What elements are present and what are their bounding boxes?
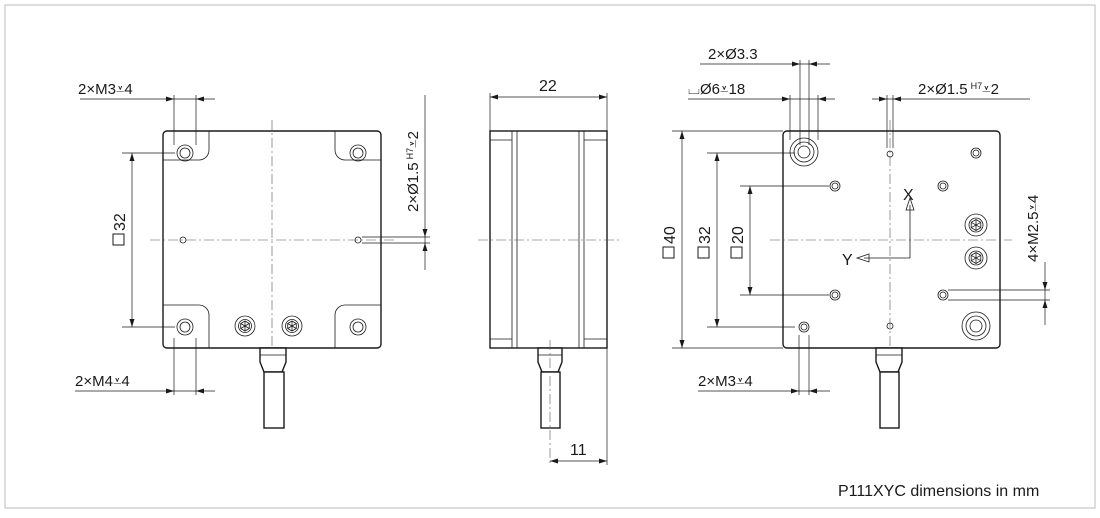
rear-thread-hole xyxy=(937,180,949,192)
svg-text:2×Ø1.5H7⩡2: 2×Ø1.5H7⩡2 xyxy=(918,81,999,98)
rear-side-thread-label: 4×M2.5 xyxy=(1025,212,1042,262)
front-top-thread-label: 2×M3 xyxy=(78,81,116,98)
depth-symbol-icon: ⩡ xyxy=(1025,203,1042,211)
rear-bottom-thread-label: 2×M3 xyxy=(698,373,736,390)
front-view: 2×M3⩡4 2×M4⩡4 32 2×Ø1.5H7⩡2 xyxy=(75,81,430,429)
adjustment-screw-icon xyxy=(281,315,303,337)
depth-symbol-icon: ⩡ xyxy=(720,81,728,98)
rear-thread-hole xyxy=(937,289,949,301)
rear-square-mid-dim: 32 xyxy=(697,226,714,244)
rear-square-outer-dim: 40 xyxy=(662,226,679,244)
axis-x-label: X xyxy=(903,187,914,204)
svg-text:⌴Ø6⩡18: ⌴Ø6⩡18 xyxy=(688,81,745,98)
depth-symbol-icon: ⩡ xyxy=(982,81,990,98)
adjustment-screw-icon xyxy=(234,315,256,337)
square-symbol-icon xyxy=(112,233,125,246)
front-cable xyxy=(259,347,287,429)
rear-pin-hole-tol: H7 xyxy=(971,81,983,91)
svg-text:2×M3⩡4: 2×M3⩡4 xyxy=(78,81,133,98)
svg-text:2×M3⩡4: 2×M3⩡4 xyxy=(698,373,753,390)
front-bottom-thread-depth: 4 xyxy=(121,373,129,390)
rear-pin-hole-depth: 2 xyxy=(991,81,999,98)
side-cable-offset-dim: 11 xyxy=(570,442,587,459)
depth-symbol-icon: ⩡ xyxy=(405,139,422,147)
front-side-hole-label: 2×Ø1.5 xyxy=(405,162,422,212)
depth-symbol-icon: ⩡ xyxy=(113,373,121,390)
side-width-dim: 22 xyxy=(539,78,557,95)
front-mounting-hole xyxy=(176,144,194,162)
rear-pin-hole xyxy=(886,322,894,330)
side-body xyxy=(489,130,608,349)
counterbore-symbol-icon: ⌴ xyxy=(688,81,700,98)
adjustment-screw-icon xyxy=(964,246,988,270)
square-symbol-icon xyxy=(662,246,675,259)
rear-thread-hole xyxy=(798,321,810,333)
rear-side-thread-depth: 4 xyxy=(1025,195,1042,203)
front-mounting-hole xyxy=(349,144,367,162)
front-pin-hole xyxy=(179,236,187,244)
front-mounting-hole xyxy=(176,318,194,336)
rear-counterbore-depth: 18 xyxy=(729,81,746,98)
front-top-thread-depth: 4 xyxy=(124,81,132,98)
depth-symbol-icon: ⩡ xyxy=(736,373,744,390)
front-square-dim: 32 xyxy=(112,213,129,231)
front-mounting-hole xyxy=(349,318,367,336)
adjustment-screw-icon xyxy=(964,213,988,237)
front-bottom-thread-label: 2×M4 xyxy=(75,373,113,390)
axis-y-label: Y xyxy=(842,252,853,269)
rear-through-hole-label: 2×Ø3.3 xyxy=(708,46,758,63)
rear-thread-hole xyxy=(829,289,841,301)
square-symbol-icon xyxy=(730,246,743,259)
front-side-hole-depth: 2 xyxy=(405,131,422,139)
side-view: 22 11 xyxy=(478,78,620,465)
rear-square-inner-dim: 20 xyxy=(730,226,747,244)
svg-text:2×Ø1.5H7⩡2: 2×Ø1.5 H7⩡2 xyxy=(405,131,422,212)
svg-text:2×M4⩡4: 2×M4⩡4 xyxy=(75,373,130,390)
front-side-hole-tol: H7 xyxy=(405,148,415,160)
rear-thread-hole xyxy=(970,147,982,159)
rear-body xyxy=(782,130,1001,349)
rear-pin-hole-label: 2×Ø1.5 xyxy=(918,81,968,98)
svg-text:4×M2.5⩡4: 4×M2.5⩡4 xyxy=(1025,195,1042,262)
rear-counterbore-hole xyxy=(789,137,819,167)
depth-symbol-icon: ⩡ xyxy=(116,81,124,98)
rear-cable xyxy=(875,347,903,429)
rear-bottom-thread-depth: 4 xyxy=(744,373,752,390)
rear-pin-hole xyxy=(886,150,894,158)
drawing-caption: P111XYC dimensions in mm xyxy=(838,483,1039,500)
rear-counterbore-dia: Ø6 xyxy=(700,81,720,98)
drawing-border xyxy=(4,4,1096,509)
rear-thread-hole xyxy=(829,180,841,192)
rear-counterbore-hole xyxy=(961,311,991,341)
front-pin-hole xyxy=(354,236,362,244)
square-symbol-icon xyxy=(697,246,710,259)
axis-indicator: X Y xyxy=(842,187,915,269)
